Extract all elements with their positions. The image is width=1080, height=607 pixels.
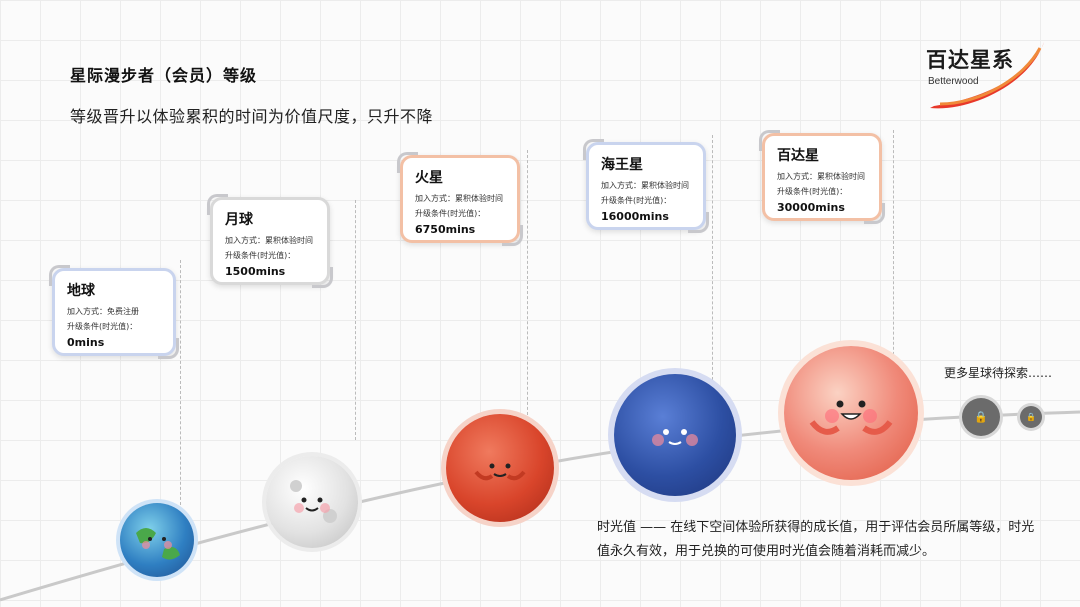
level-condition: 升级条件(时光值)： bbox=[601, 196, 672, 205]
planet-neptune bbox=[614, 374, 736, 496]
level-join: 加入方式：累积体验时间 bbox=[415, 194, 503, 203]
level-card-baidaxing: 百达星 加入方式：累积体验时间 升级条件(时光值)： 30000mins bbox=[759, 130, 885, 224]
level-condition: 升级条件(时光值)： bbox=[415, 209, 486, 218]
level-card-neptune: 海王星 加入方式：累积体验时间 升级条件(时光值)： 16000mins bbox=[583, 139, 709, 233]
divider-line bbox=[527, 150, 528, 420]
more-planets-label: 更多星球待探索…… bbox=[944, 366, 1053, 380]
divider-line bbox=[355, 200, 356, 440]
planet-moon bbox=[266, 456, 358, 548]
level-value: 0mins bbox=[67, 336, 105, 349]
level-join: 加入方式：累积体验时间 bbox=[225, 236, 313, 245]
level-card-mars: 火星 加入方式：累积体验时间 升级条件(时光值)： 6750mins bbox=[397, 152, 523, 246]
level-condition: 升级条件(时光值)： bbox=[777, 187, 848, 196]
level-name: 火星 bbox=[415, 170, 443, 186]
planet-mars bbox=[446, 414, 554, 522]
lock-icon: 🔒 bbox=[974, 410, 988, 424]
level-condition: 升级条件(时光值)： bbox=[225, 251, 296, 260]
brand-logo: 百达星系 Betterwood bbox=[920, 34, 1052, 114]
planet-baidaxing bbox=[784, 346, 918, 480]
level-join: 加入方式：免费注册 bbox=[67, 307, 139, 316]
time-value-note: 时光值 —— 在线下空间体验所获得的成长值，用于评估会员所属等级，时光值永久有效… bbox=[597, 520, 1035, 559]
page-subtitle: 等级晋升以体验累积的时间为价值尺度，只升不降 bbox=[70, 107, 434, 126]
planet-earth bbox=[120, 503, 194, 577]
level-value: 30000mins bbox=[777, 201, 845, 214]
logo-text: 百达星系 bbox=[926, 48, 1014, 72]
level-condition: 升级条件(时光值)： bbox=[67, 322, 138, 331]
level-value: 16000mins bbox=[601, 210, 669, 223]
level-value: 6750mins bbox=[415, 223, 476, 236]
level-card-earth: 地球 加入方式：免费注册 升级条件(时光值)： 0mins bbox=[49, 265, 179, 359]
divider-line bbox=[893, 130, 894, 375]
level-value: 1500mins bbox=[225, 265, 286, 278]
divider-line bbox=[712, 135, 713, 385]
logo-subtext: Betterwood bbox=[928, 76, 979, 87]
level-card-moon: 月球 加入方式：累积体验时间 升级条件(时光值)： 1500mins bbox=[207, 194, 333, 288]
level-name: 百达星 bbox=[777, 148, 819, 164]
level-join: 加入方式：累积体验时间 bbox=[777, 172, 865, 181]
page-title: 星际漫步者（会员）等级 bbox=[70, 66, 258, 85]
divider-line bbox=[180, 260, 181, 510]
level-name: 地球 bbox=[67, 283, 95, 299]
locked-planet: 🔒 bbox=[962, 398, 1000, 436]
lock-icon: 🔒 bbox=[1026, 412, 1036, 422]
level-name: 海王星 bbox=[601, 157, 643, 173]
level-join: 加入方式：累积体验时间 bbox=[601, 181, 689, 190]
level-name: 月球 bbox=[225, 212, 253, 228]
locked-planet: 🔒 bbox=[1020, 406, 1042, 428]
